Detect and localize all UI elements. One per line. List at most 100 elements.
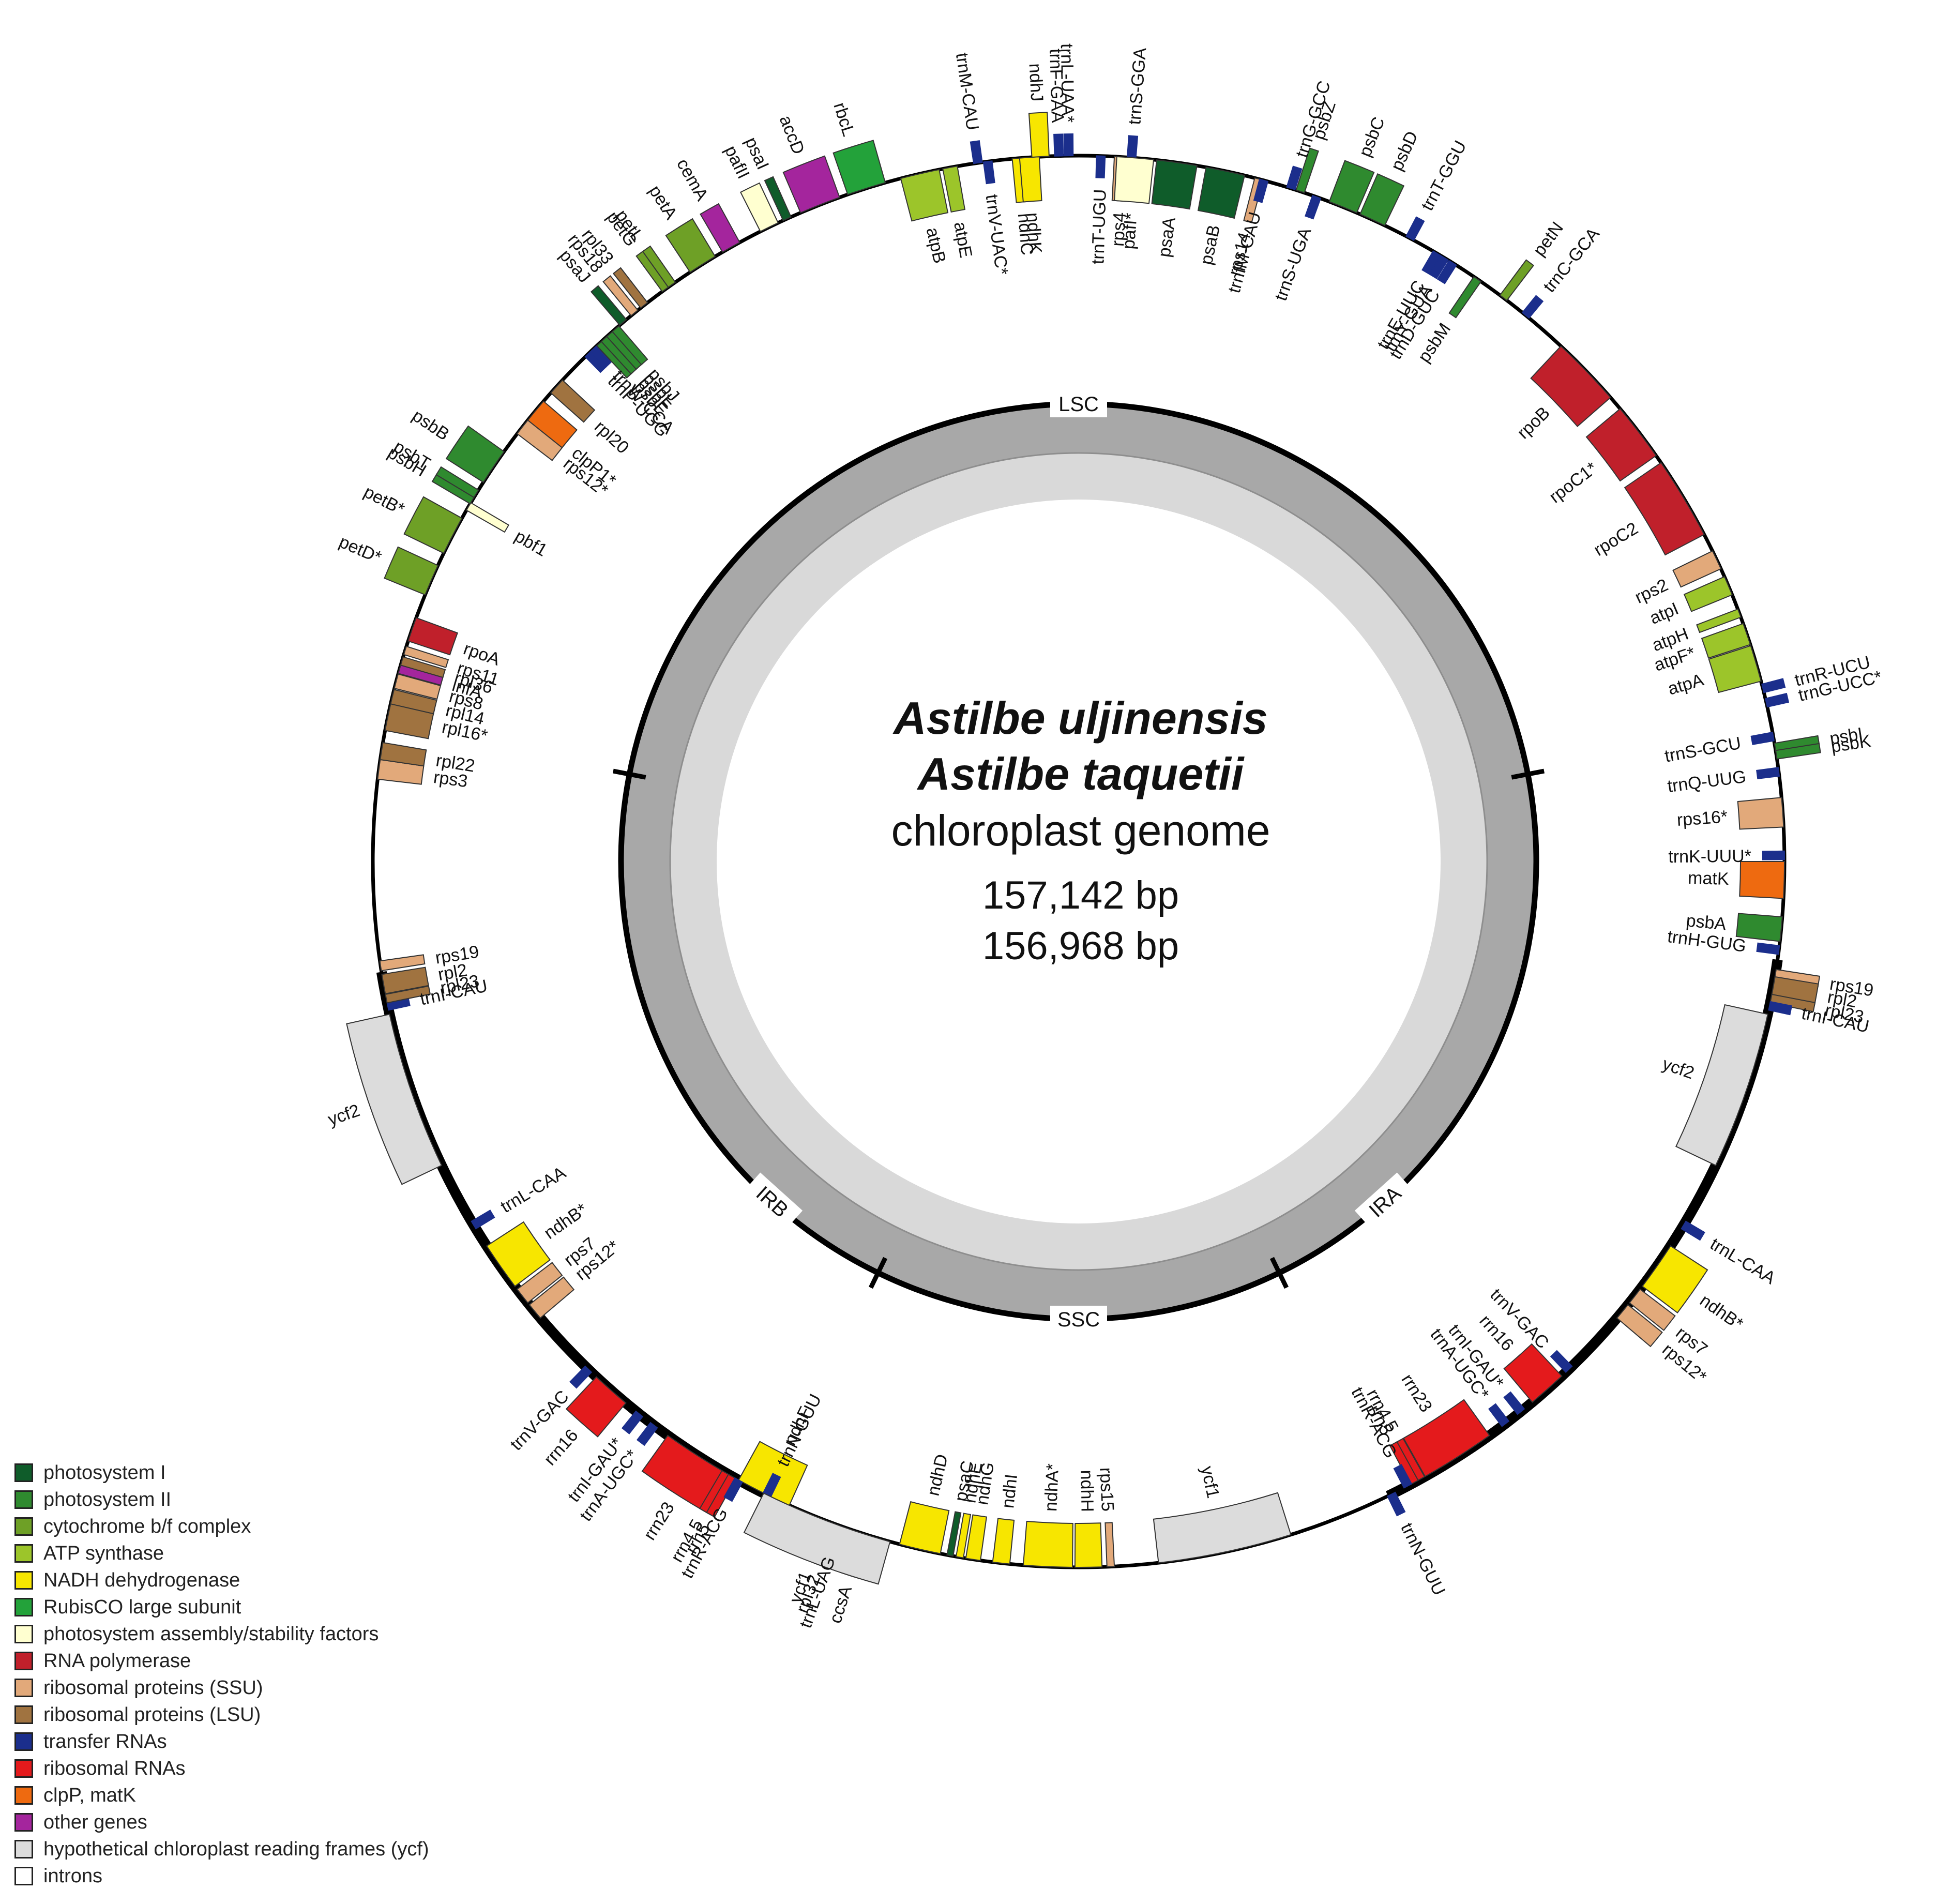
gene-block-ndhi	[992, 1518, 1015, 1565]
gene-block-atpi	[1683, 576, 1733, 612]
ira-start-tick	[1511, 768, 1545, 780]
gene-label-trnm-cau: trnM-CAU	[952, 51, 982, 131]
gene-block-trnr-ucu	[1761, 678, 1786, 693]
gene-block-trnq-uug	[1756, 767, 1780, 780]
gene-block-ycf2	[1675, 1004, 1768, 1166]
gene-block-rrn23	[1402, 1399, 1490, 1477]
gene-block-trnn-guu	[1386, 1491, 1406, 1517]
gene-label-ycf2: ycf2	[1660, 1054, 1697, 1083]
gene-block-trnc-gca	[1521, 295, 1544, 319]
gene-label-psba: psbA	[1685, 911, 1727, 934]
gene-block-atpb	[900, 169, 949, 222]
gene-block-atpa	[1708, 645, 1762, 693]
gene-label-psbd: psbD	[1387, 128, 1422, 174]
gene-block-rpl14	[390, 689, 437, 715]
gene-label-ndhj: ndhJ	[1025, 63, 1047, 102]
gene-block-peta	[665, 218, 716, 273]
gene-label-ycf2: ycf2	[325, 1100, 362, 1129]
gene-label-psbc: psbC	[1355, 114, 1389, 160]
gene-label-trnf-gaa: trnF-GAA	[1046, 49, 1067, 124]
region-label-bg	[742, 1172, 803, 1231]
gene-label-trnt-ugu: trnT-UGU	[1088, 189, 1110, 265]
gene-block-ycf2	[346, 1014, 443, 1185]
gene-block-trnfm-cau	[1253, 178, 1269, 203]
legend-swatch-rbc	[14, 1598, 33, 1616]
legend-label-rbc: RubisCO large subunit	[43, 1596, 241, 1618]
gene-block-psbd	[1359, 173, 1405, 226]
gene-block-trni-cau	[1768, 1001, 1793, 1016]
legend-label-trna: transfer RNAs	[43, 1731, 167, 1752]
gene-block-rps12	[528, 1276, 575, 1319]
legend-swatch-clp	[14, 1786, 33, 1805]
gene-block-pafi	[1114, 156, 1155, 204]
gene-block-trnl-caa	[471, 1210, 495, 1230]
gene-block-rps12	[516, 419, 563, 461]
legend-swatch-rrna	[14, 1759, 33, 1778]
gene-block-trnr-acg	[723, 1477, 744, 1502]
legend-label-intron: introns	[43, 1865, 103, 1887]
gene-block-trng-ucc	[1764, 692, 1790, 708]
gc-midline	[669, 452, 1488, 1271]
gene-label-trnt-ggu: trnT-GGU	[1417, 138, 1471, 214]
gene-label-ndha: ndhA*	[1041, 1463, 1063, 1512]
gene-label-matk: matK	[1688, 868, 1730, 889]
gene-label-rps16: rps16*	[1676, 807, 1729, 830]
gene-label-trnq-uug: trnQ-UUG	[1666, 767, 1747, 796]
gene-block-ndhe	[955, 1513, 972, 1559]
gene-block-ndhg	[965, 1514, 987, 1561]
gene-block-ycf1	[1153, 1492, 1292, 1564]
gene-block-trny-gua	[1429, 254, 1449, 279]
gene-block-rps11	[403, 645, 449, 668]
gene-block-psbm	[1448, 276, 1482, 319]
gene-label-petn: petN	[1529, 218, 1567, 260]
legend-label-ycf: hypothetical chloroplast reading frames …	[43, 1838, 429, 1860]
center-disc	[717, 500, 1441, 1223]
gene-label-ndhk: ndhK	[1023, 212, 1045, 254]
gene-block-psbc	[1328, 160, 1375, 214]
gene-block-trni-gau	[1503, 1391, 1525, 1415]
legend-label-cyt: cytochrome b/f complex	[43, 1516, 251, 1537]
gene-label-rps15: rps15	[1096, 1467, 1117, 1512]
gene-block-cema	[700, 203, 740, 253]
gene-block-rpoc2	[1624, 462, 1705, 556]
legend-label-ssu: ribosomal proteins (SSU)	[43, 1677, 263, 1699]
gene-label-atpa: atpA	[1666, 670, 1706, 699]
gene-block-ndhj	[1028, 112, 1050, 158]
gene-block-trnl-caa	[1681, 1220, 1705, 1241]
legend-swatch-paf	[14, 1625, 33, 1643]
legend-label-other: other genes	[43, 1811, 147, 1833]
gene-label-rpob: rpoB	[1514, 403, 1554, 443]
genome-length-1: 157,142 bp	[982, 873, 1179, 917]
gene-block-psac	[946, 1511, 962, 1557]
gene-label-ndhc: ndhC	[1014, 213, 1037, 256]
region-label-bg	[1354, 1172, 1415, 1231]
gene-block-rpoc1	[1585, 408, 1657, 482]
gene-block-psai	[764, 176, 792, 221]
legend-swatch-psII	[14, 1490, 33, 1509]
legend-label-psI: photosystem I	[43, 1462, 166, 1484]
gene-block-psbk	[1775, 743, 1821, 760]
ssc-end-tick	[868, 1257, 888, 1289]
ssc-start-tick	[1269, 1257, 1289, 1289]
gene-block-petd	[384, 546, 439, 596]
gene-block-rpl2	[381, 966, 429, 994]
gene-label-rrn23: rrn23	[1397, 1370, 1436, 1415]
gene-block-rpl36	[400, 656, 446, 678]
gene-label-rps19: rps19	[434, 942, 480, 968]
gene-block-trnl-uaa	[1063, 133, 1074, 157]
gene-label-atpe: atpE	[950, 220, 976, 260]
gene-block-rrn16	[1503, 1343, 1563, 1403]
gene-label-rpl20: rpl20	[591, 417, 632, 458]
legend-label-rrna: ribosomal RNAs	[43, 1758, 186, 1779]
gene-block-rpoa	[407, 617, 459, 656]
gene-block-matk	[1739, 861, 1785, 899]
gene-block-rrn5	[1389, 1441, 1419, 1486]
gene-label-pafi: pafI*	[1118, 213, 1141, 250]
irb-end-tick	[612, 768, 646, 780]
gene-label-ndhi: ndhI	[998, 1473, 1021, 1509]
gene-block-ndhb	[486, 1221, 551, 1287]
gene-block-psaa	[1151, 159, 1198, 210]
gene-block-ndhd	[899, 1501, 950, 1554]
gene-block-trns-gga	[1126, 135, 1139, 159]
gene-label-trnl-caa: trnL-CAA	[1707, 1234, 1779, 1289]
